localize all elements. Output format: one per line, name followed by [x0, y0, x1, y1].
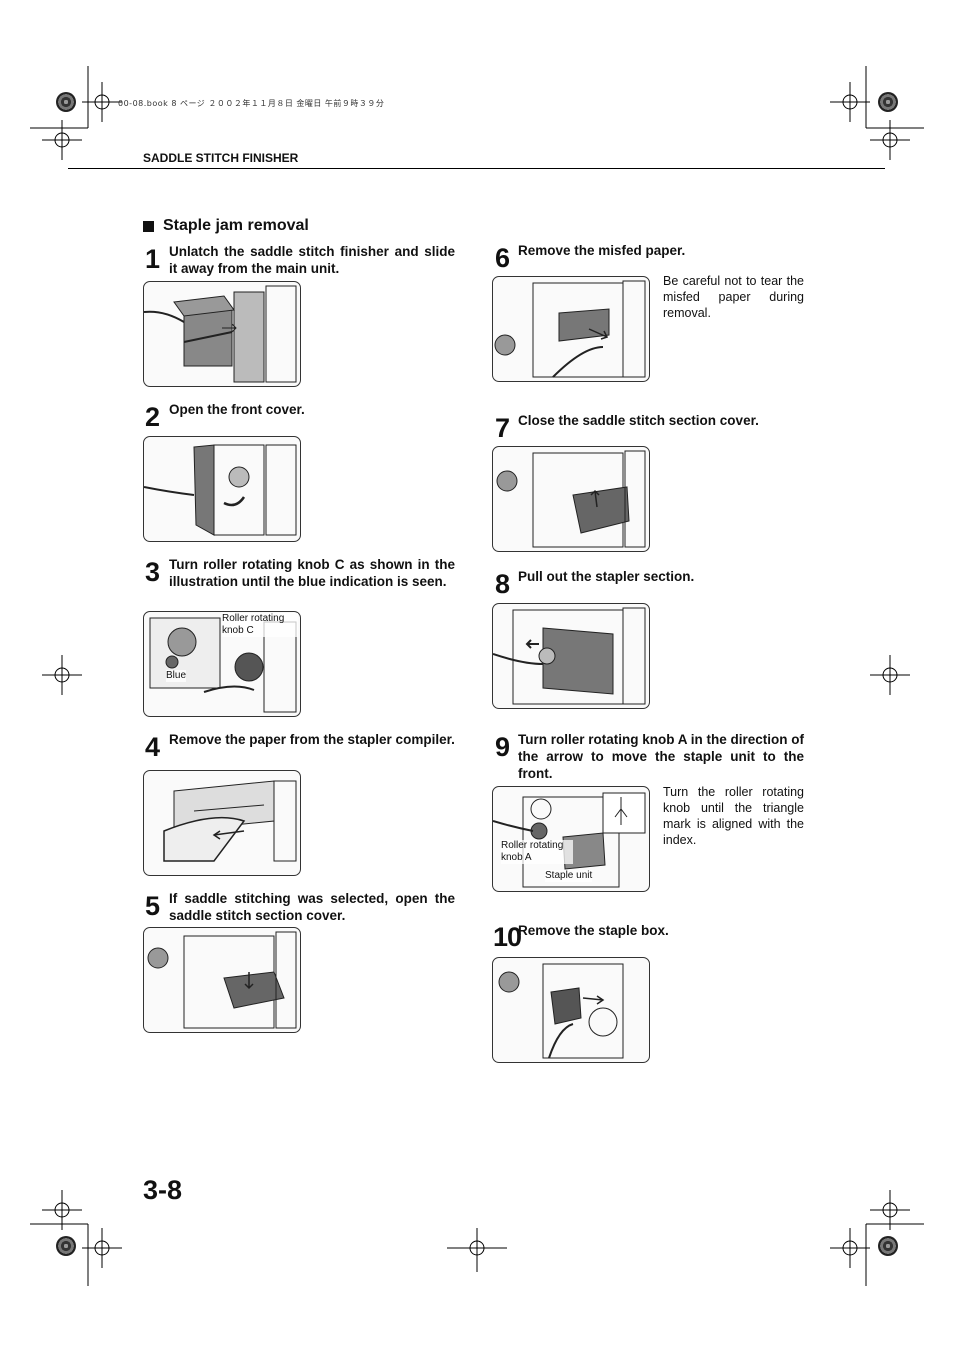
- step-instruction: Turn roller rotating knob A in the direc…: [518, 732, 804, 781]
- step-note: Be careful not to tear the misfed paper …: [663, 274, 804, 320]
- step-instruction: If saddle stitching was selected, open t…: [169, 891, 455, 923]
- registration-rosette-icon: [56, 1236, 76, 1256]
- step-number: 3: [145, 557, 160, 587]
- step-number: 4: [145, 732, 160, 762]
- step-number: 7: [495, 413, 510, 443]
- registration-rosette-icon: [56, 92, 76, 112]
- step-number: 5: [145, 891, 160, 921]
- step-number: 10: [493, 922, 522, 952]
- stapler-pull-illustration: [492, 603, 650, 709]
- step-number: 1: [145, 244, 160, 274]
- step-instruction: Open the front cover.: [169, 402, 305, 417]
- section-title-text: Staple jam removal: [163, 217, 309, 234]
- front-cover-open-illustration: [143, 436, 301, 542]
- blue-indicator-label: Blue: [166, 670, 187, 682]
- step-note: Turn the roller rotating knob until the …: [663, 785, 804, 847]
- header-rule: [68, 168, 885, 169]
- knob-c-label: Roller rotating knob C: [222, 613, 298, 637]
- stapler-compiler-illustration: [143, 770, 301, 876]
- step-number: 2: [145, 402, 160, 432]
- step-number: 6: [495, 243, 510, 273]
- step-instruction: Turn roller rotating knob C as shown in …: [169, 557, 455, 589]
- registration-rosette-icon: [878, 92, 898, 112]
- square-bullet-icon: [143, 220, 154, 232]
- step-instruction: Pull out the stapler section.: [518, 569, 695, 584]
- saddle-cover-close-illustration: [492, 446, 650, 552]
- print-metadata-line: 00-08.book 8 ページ ２００２年１１月８日 金曜日 午前９時３９分: [118, 99, 385, 108]
- finisher-slide-illustration: [143, 281, 301, 387]
- registration-rosette-icon: [878, 1236, 898, 1256]
- knob-a-label: Roller rotating knob A: [501, 840, 573, 864]
- saddle-cover-open-illustration: [143, 927, 301, 1033]
- step-instruction: Remove the staple box.: [518, 923, 669, 938]
- section-heading: Staple jam removal: [143, 217, 309, 235]
- running-header: SADDLE STITCH FINISHER: [143, 151, 299, 165]
- step-number: 8: [495, 569, 510, 599]
- page-number: 3-8: [143, 1175, 183, 1205]
- staple-box-illustration: [492, 957, 650, 1063]
- step-number: 9: [495, 732, 510, 762]
- step-instruction: Remove the misfed paper.: [518, 243, 686, 258]
- step-instruction: Close the saddle stitch section cover.: [518, 413, 759, 428]
- misfed-paper-illustration: [492, 276, 650, 382]
- staple-unit-label: Staple unit: [545, 870, 593, 882]
- step-instruction: Unlatch the saddle stitch finisher and s…: [169, 244, 455, 276]
- step-instruction: Remove the paper from the stapler compil…: [169, 732, 455, 747]
